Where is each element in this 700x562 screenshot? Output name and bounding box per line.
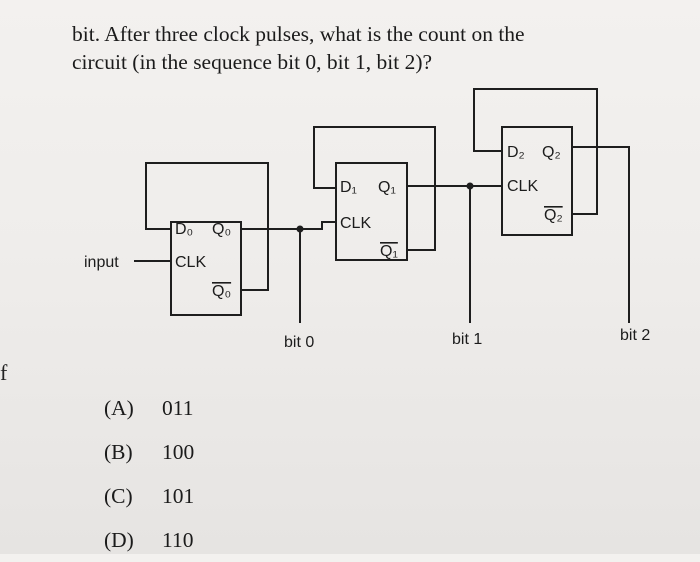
- choice-letter: (C): [104, 484, 133, 508]
- bit2-label: bit 2: [620, 327, 650, 344]
- junction-dot-q1: [466, 182, 474, 190]
- choice-b: (B) 100: [104, 430, 194, 474]
- choice-value: 011: [162, 396, 194, 420]
- ff1-clk-label: CLK: [340, 215, 371, 232]
- ff2-q-label: Q₂: [542, 144, 561, 161]
- flip-flop-2-box: [501, 126, 573, 236]
- question-text: bit. After three clock pulses, what is t…: [72, 20, 672, 76]
- choice-value: 110: [162, 528, 194, 552]
- bit1-label: bit 1: [452, 331, 482, 348]
- choice-a: (A) 011: [104, 386, 194, 430]
- choice-letter: (A): [104, 396, 134, 420]
- junction-dot-q0: [296, 225, 304, 233]
- ff2-clk-label: CLK: [507, 178, 538, 195]
- flip-flop-0-box: [170, 221, 242, 316]
- choice-c: (C) 101: [104, 474, 194, 518]
- choice-letter: (D): [104, 528, 134, 552]
- ff1-qbar-label: Q₁: [380, 243, 398, 260]
- ff0-clk-label: CLK: [175, 254, 206, 271]
- ff0-qbar-label: Q₀: [212, 283, 231, 300]
- choice-value: 101: [162, 484, 195, 508]
- question-line-1: bit. After three clock pulses, what is t…: [72, 22, 525, 46]
- bit2-wire: [572, 146, 630, 323]
- flip-flop-1-box: [335, 162, 408, 261]
- answer-choices: (A) 011 (B) 100 (C) 101 (D) 110: [104, 386, 194, 562]
- ff0-feedback-wire: [145, 162, 269, 291]
- ff0-q-label: Q₀: [212, 221, 231, 238]
- choice-letter: (B): [104, 440, 133, 464]
- choice-d: (D) 110: [104, 518, 194, 562]
- ff2-feedback-wire: [473, 88, 598, 215]
- ff2-d-label: D₂: [507, 144, 525, 161]
- choice-value: 100: [162, 440, 195, 464]
- ff2-qbar-label: Q₂: [544, 207, 563, 224]
- margin-fragment: f: [0, 360, 8, 385]
- ff1-feedback-wire: [313, 126, 436, 251]
- input-label: input: [84, 254, 119, 271]
- question-line-2: circuit (in the sequence bit 0, bit 1, b…: [72, 50, 433, 74]
- bit0-label: bit 0: [284, 334, 314, 351]
- ff1-d-label: D₁: [340, 179, 357, 196]
- ff1-q-label: Q₁: [378, 179, 396, 196]
- ff0-d-label: D₀: [175, 221, 193, 238]
- ff1-clk-wire: [300, 221, 336, 230]
